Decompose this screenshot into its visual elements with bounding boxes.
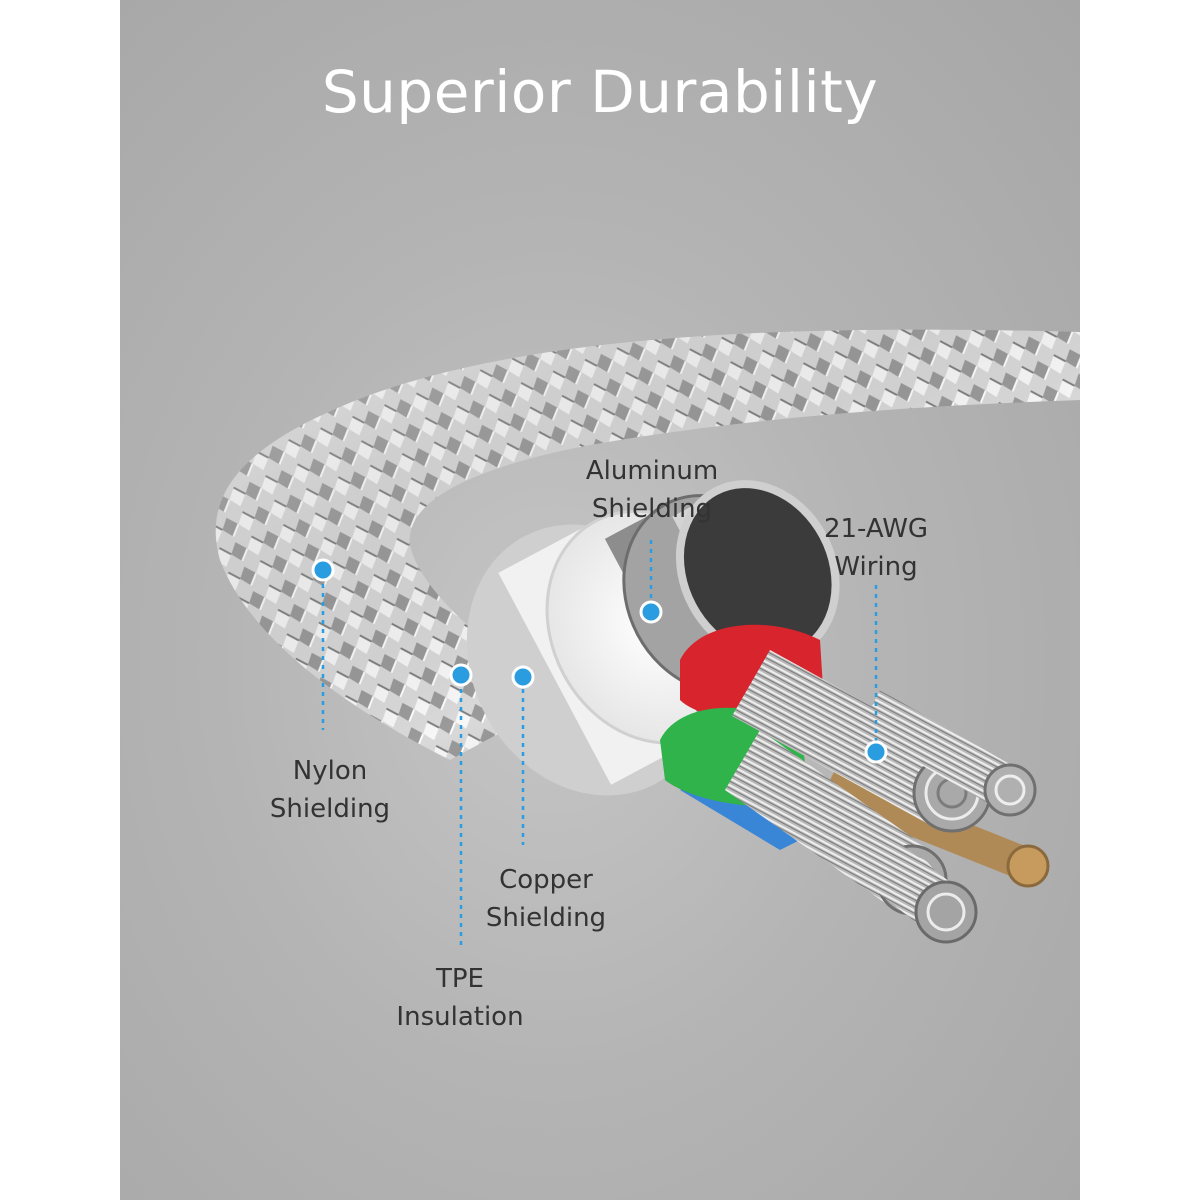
tpe-callout-dot xyxy=(449,663,473,687)
nylon-shielding-line2: Shielding xyxy=(269,794,391,824)
copper-shielding-label: Copper Shielding xyxy=(466,861,626,937)
copper-callout-dot xyxy=(511,665,535,689)
wiring-line2: Wiring xyxy=(834,552,918,582)
nylon-shielding-line1: Nylon xyxy=(292,756,368,786)
wiring-callout-dot xyxy=(864,740,888,764)
copper-shielding-line1: Copper xyxy=(499,865,593,895)
product-image: Superior Durability Aluminum Shielding 2… xyxy=(120,0,1080,1200)
aluminum-shielding-line1: Aluminum xyxy=(585,456,719,486)
aluminum-shielding-label: Aluminum Shielding xyxy=(572,452,732,528)
copper-shielding-line2: Shielding xyxy=(485,903,607,933)
wiring-line1: 21-AWG xyxy=(823,514,929,544)
nylon-callout-dot xyxy=(311,558,335,582)
tpe-insulation-line2: Insulation xyxy=(396,1002,524,1032)
aluminum-shielding-line2: Shielding xyxy=(591,494,713,524)
tpe-insulation-label: TPE Insulation xyxy=(380,960,540,1036)
cable-cross-section-illustration xyxy=(215,329,1080,950)
wiring-label: 21-AWG Wiring xyxy=(796,510,956,586)
page-title: Superior Durability xyxy=(321,58,879,126)
aluminum-callout-dot xyxy=(639,600,663,624)
nylon-shielding-label: Nylon Shielding xyxy=(250,752,410,828)
tpe-insulation-line1: TPE xyxy=(436,964,484,994)
wire-gold xyxy=(820,770,1035,880)
